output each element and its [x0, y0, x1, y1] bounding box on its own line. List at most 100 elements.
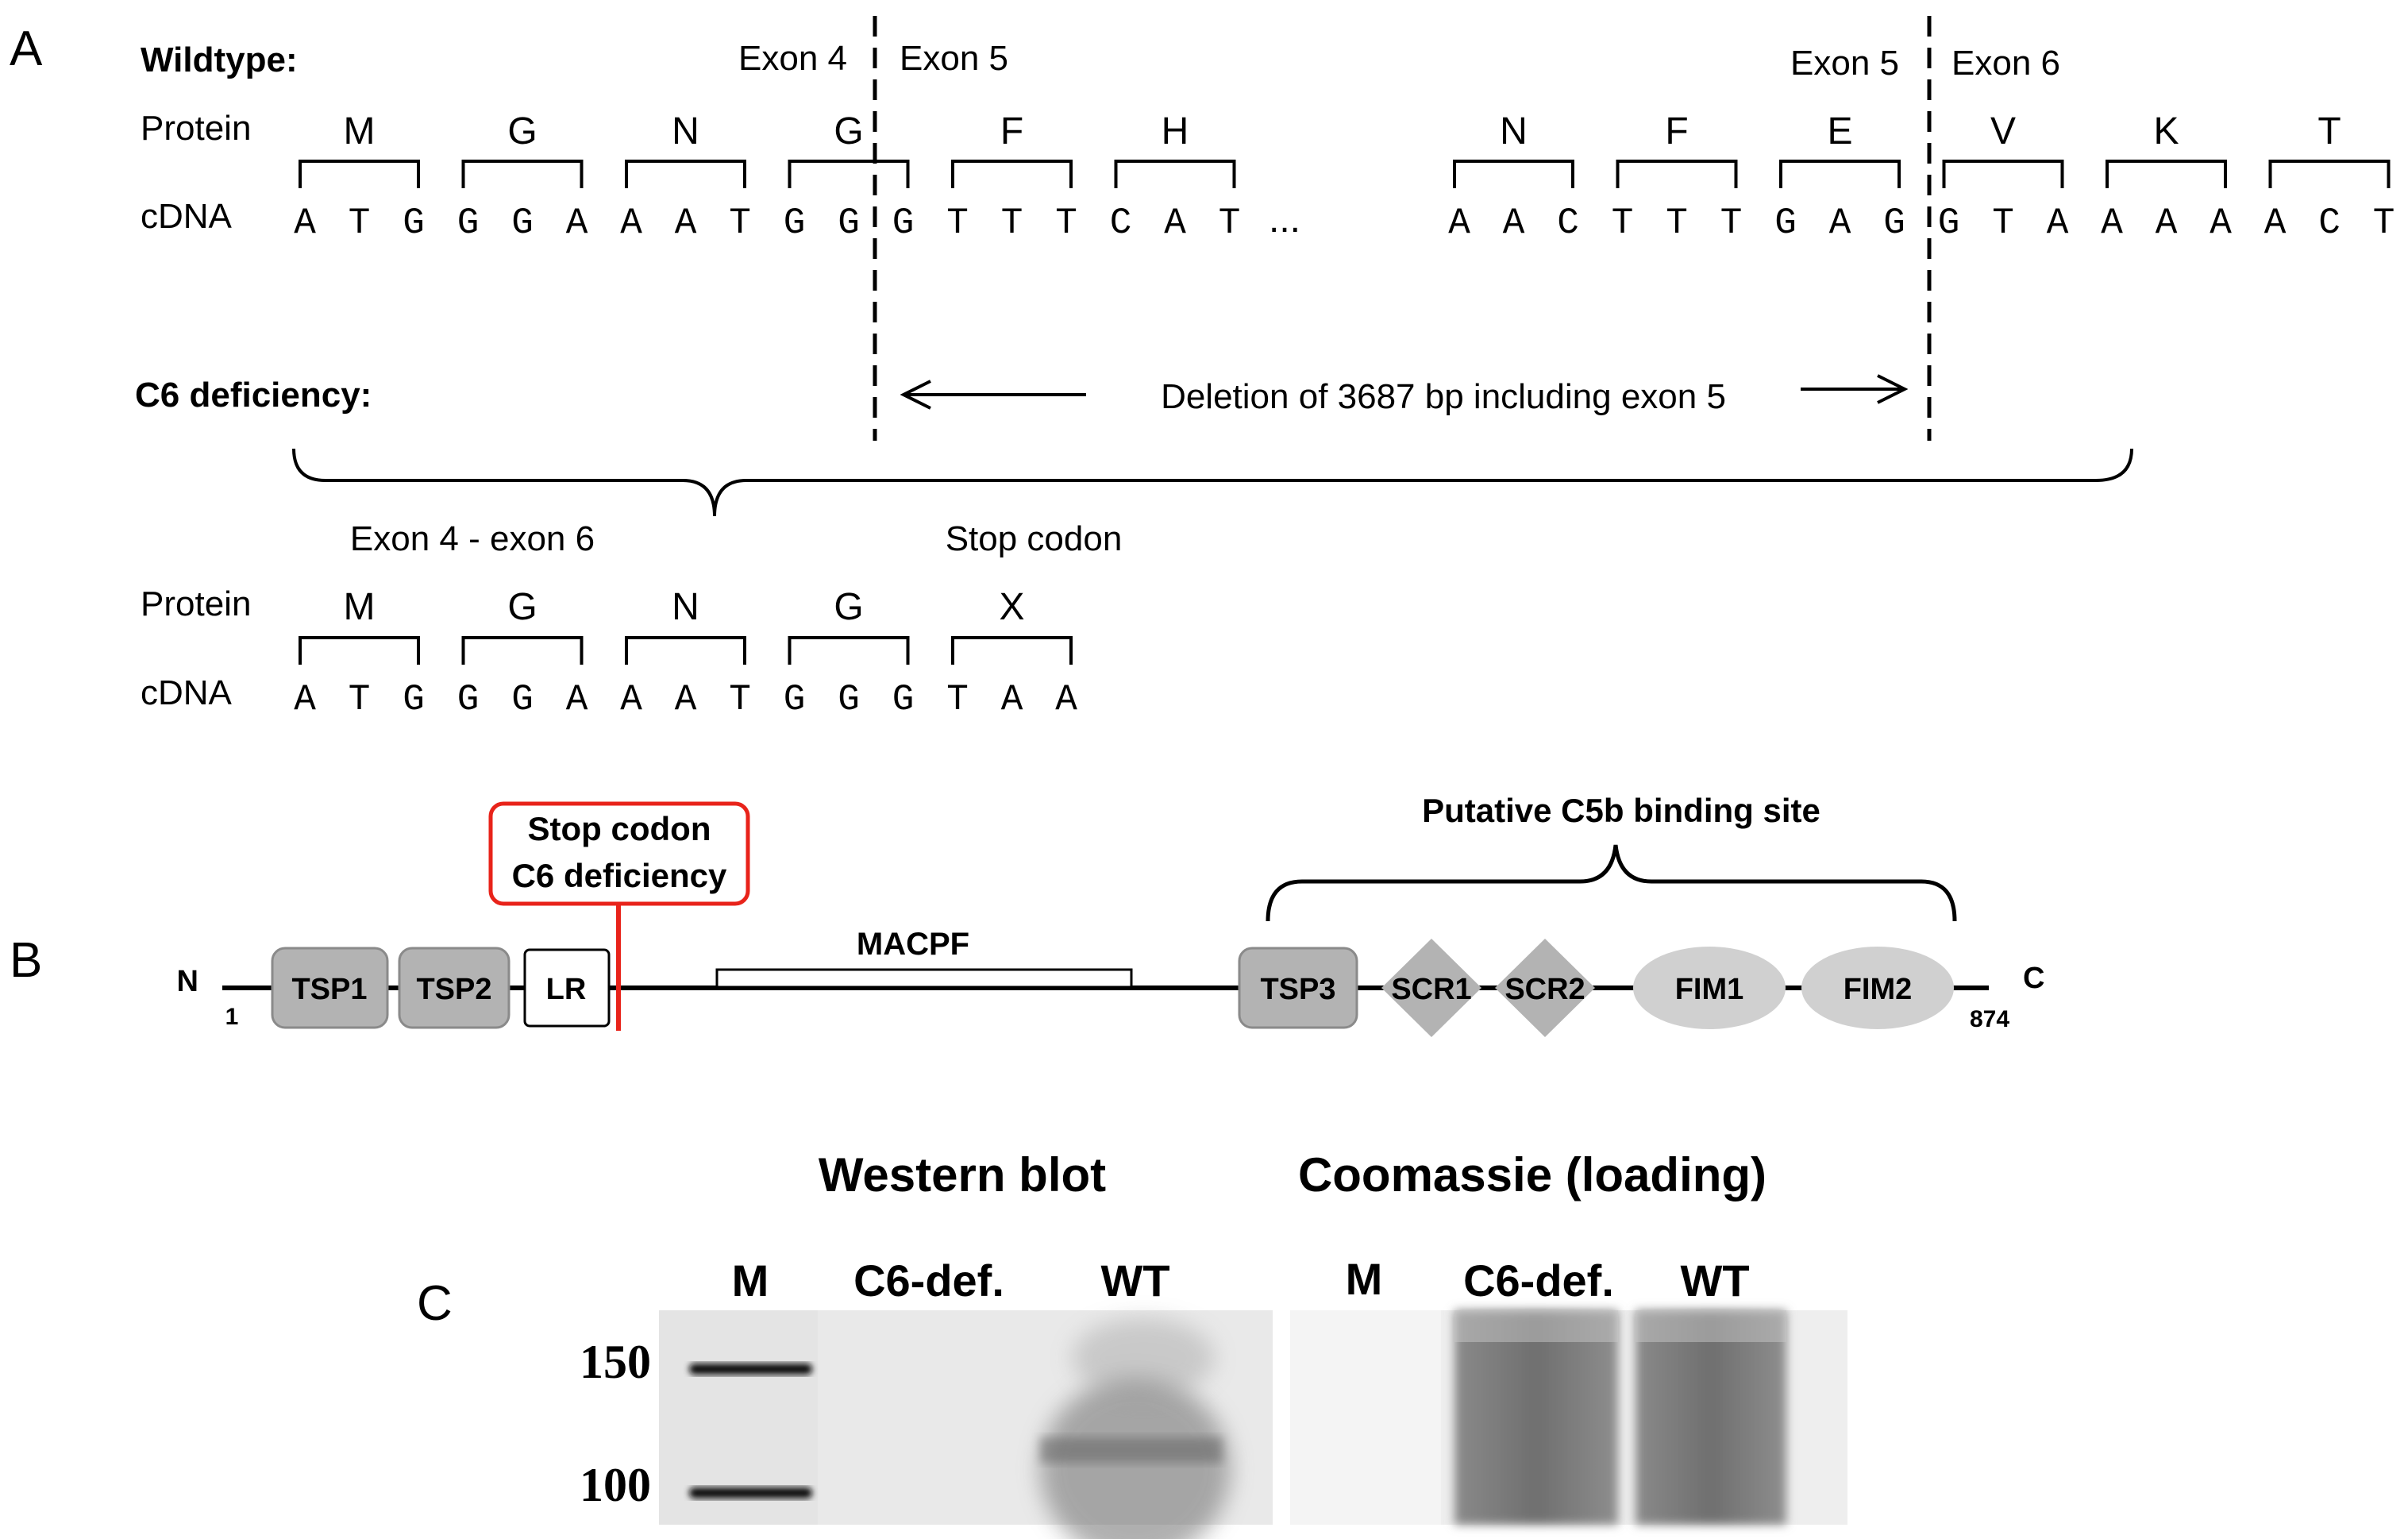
panel-c: C Western blot Coomassie (loading) M C6-…	[417, 1148, 1847, 1539]
nucleotide: A	[294, 202, 316, 244]
nucleotide: T	[729, 679, 751, 720]
nucleotide: T	[729, 202, 751, 244]
nucleotide: A	[2156, 202, 2178, 244]
sequence-ellipsis: ...	[1269, 199, 1300, 241]
nucleotide: G	[1938, 202, 1960, 244]
domain-label: SCR2	[1505, 973, 1585, 1006]
domain-lr: LR	[523, 948, 611, 1028]
nucleotide: T	[349, 202, 371, 244]
nucleotide: A	[1503, 202, 1525, 244]
n-terminus-label: N	[177, 965, 198, 998]
exon-label: Exon 6	[1951, 44, 2060, 83]
exon-label: Exon 5	[1790, 44, 1899, 83]
codon-bracket	[788, 636, 910, 665]
codon-bracket	[788, 160, 910, 188]
amino-acid-letter: V	[1990, 110, 2016, 152]
domain-fim1: FIM1	[1633, 947, 1786, 1029]
domain-scr2: SCR2	[1495, 939, 1595, 1037]
stop-codon-label: Stop codon	[946, 519, 1123, 558]
nucleotide: G	[457, 679, 480, 720]
nucleotide: T	[1001, 202, 1023, 244]
nucleotide: A	[2047, 202, 2069, 244]
codon-bracket	[1114, 160, 1236, 188]
nucleotide: A	[675, 202, 697, 244]
codon-bracket	[1616, 160, 1738, 188]
amino-acid-letter: M	[344, 586, 376, 628]
codon-bracket	[461, 160, 584, 188]
nucleotide: G	[403, 679, 425, 720]
wildtype-heading: Wildtype:	[141, 40, 298, 79]
lane-label: C6-def.	[1463, 1256, 1614, 1306]
domain-scr1: SCR1	[1381, 939, 1481, 1037]
panel-c-label: C	[417, 1276, 453, 1331]
nucleotide: G	[457, 202, 480, 244]
codon-bracket	[299, 160, 420, 188]
panel-a: A Wildtype: Exon 4 Exon 5 Exon 5 Exon 6 …	[10, 16, 2395, 720]
nucleotide: A	[2210, 202, 2232, 244]
domain-tsp1: TSP1	[271, 947, 389, 1029]
amino-acid-letter: H	[1162, 110, 1189, 152]
domain-tsp2: TSP2	[398, 947, 510, 1029]
nucleotide: A	[566, 679, 588, 720]
nucleotide: T	[1219, 202, 1241, 244]
nucleotide: T	[1992, 202, 2014, 244]
nucleotide: T	[2373, 202, 2395, 244]
cdna-row-label: cDNA	[141, 197, 233, 236]
marker-band	[689, 1487, 812, 1498]
nucleotide: G	[784, 202, 806, 244]
amino-acid-letter: F	[1665, 110, 1688, 152]
lane-label: C6-def.	[853, 1256, 1004, 1306]
nucleotide: A	[2101, 202, 2123, 244]
amino-acid-letter: N	[1500, 110, 1528, 152]
codon-bracket	[625, 160, 746, 188]
nucleotide: A	[566, 202, 588, 244]
nucleotide: G	[1883, 202, 1905, 244]
lane-label: M	[732, 1256, 769, 1306]
codon-bracket	[1453, 160, 1574, 188]
nucleotide: T	[946, 679, 969, 720]
marker-size-label: 150	[580, 1336, 651, 1388]
nucleotide: A	[1829, 202, 1851, 244]
nucleotide: A	[1055, 679, 1077, 720]
exon-label: Exon 4	[738, 39, 847, 78]
amino-acid-letter: G	[834, 110, 863, 152]
domain-tsp3: TSP3	[1238, 947, 1358, 1029]
codon-bracket	[951, 160, 1073, 188]
nucleotide: T	[946, 202, 969, 244]
nucleotide: C	[1557, 202, 1579, 244]
binding-site-brace	[1266, 844, 1957, 922]
lane-label: M	[1346, 1254, 1383, 1304]
nucleotide: T	[1055, 202, 1077, 244]
amino-acid-letter: E	[1827, 110, 1852, 152]
amino-acid-letter: G	[507, 586, 537, 628]
macpf-label: MACPF	[857, 927, 969, 962]
exon-label: Exon 5	[900, 39, 1008, 78]
panel-b-label: B	[10, 933, 42, 988]
nucleotide: A	[620, 202, 642, 244]
nucleotide: C	[2318, 202, 2341, 244]
stop-box-line: Stop codon	[528, 810, 711, 847]
junction-brace	[292, 448, 2133, 517]
amino-acid-letter: N	[672, 110, 699, 152]
western-blot-image	[659, 1310, 1273, 1539]
amino-acid-letter: X	[999, 586, 1024, 628]
codon-bracket	[2268, 160, 2391, 188]
binding-site-label: Putative C5b binding site	[1422, 792, 1820, 829]
domain-label: TSP1	[291, 973, 367, 1006]
wt-band	[1040, 1437, 1223, 1463]
amino-acid-letter: K	[2153, 110, 2179, 152]
protein-row-label: Protein	[141, 584, 251, 623]
nucleotide: A	[1001, 679, 1023, 720]
codon-bracket	[299, 636, 420, 665]
codon-bracket	[1942, 160, 2064, 188]
codon-bracket	[461, 636, 584, 665]
codon-bracket	[625, 636, 746, 665]
domain-macpf: MACPF	[715, 927, 1133, 989]
deficiency-heading: C6 deficiency:	[135, 376, 372, 415]
nucleotide: G	[1774, 202, 1797, 244]
c-terminus-label: C	[2023, 962, 2044, 995]
